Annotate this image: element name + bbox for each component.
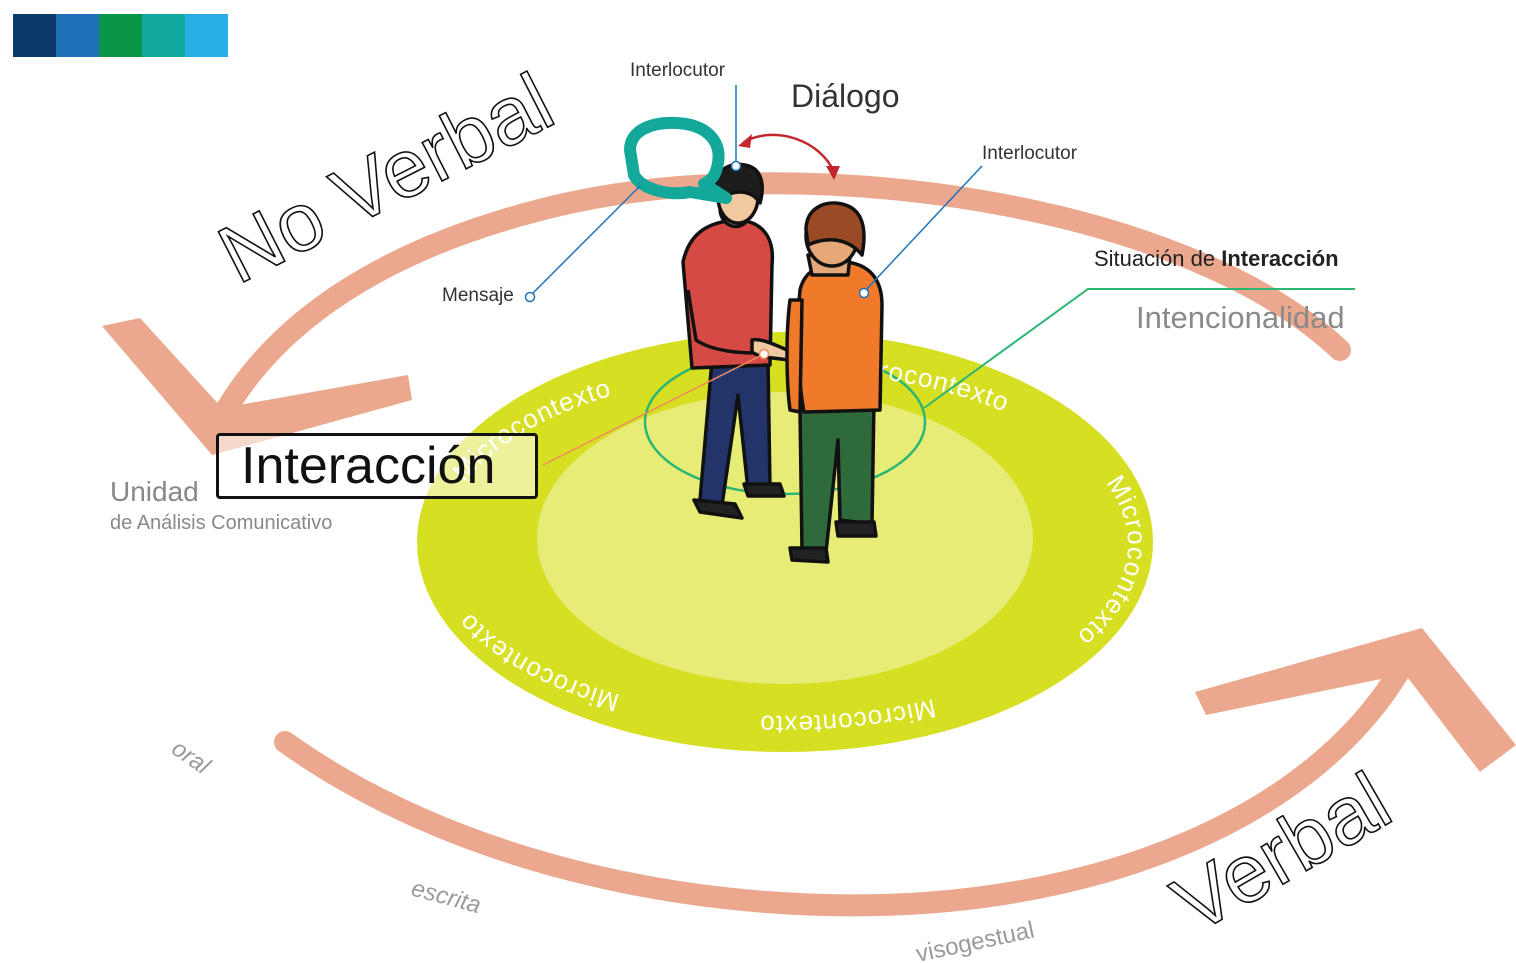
- dialog-arrow: [743, 133, 836, 173]
- swatch-sky: [185, 14, 228, 57]
- lower-cycle-arrow: [274, 659, 1411, 917]
- intencionalidad-label: Intencionalidad: [1136, 300, 1345, 335]
- dialog-arrowhead-right: [826, 166, 840, 180]
- interlocutor-right-label: Interlocutor: [982, 143, 1078, 164]
- interaccion-box: Interacción: [216, 433, 538, 499]
- lower-arrowhead: [1195, 628, 1516, 772]
- unidad-label: Unidad: [110, 476, 199, 507]
- dot-handshake: [758, 348, 770, 360]
- oral-label: oral: [167, 735, 216, 780]
- dot-mensaje: [524, 291, 536, 303]
- leader-interaccion: [542, 353, 765, 466]
- person-red-shirt: [681, 162, 794, 520]
- interaccion-label: Interacción: [241, 437, 496, 495]
- speech-bubble: [624, 116, 732, 204]
- unidad-subtitle: de Análisis Comunicativo: [110, 512, 333, 534]
- interlocutor-top-label: Interlocutor: [630, 60, 726, 81]
- color-swatches: [13, 14, 228, 57]
- situacion-prefix: Situación de: [1094, 246, 1222, 271]
- situacion-label: Situación de Interacción: [1094, 246, 1339, 272]
- mensaje-label: Mensaje: [442, 285, 514, 306]
- escrita-label: escrita: [408, 875, 483, 919]
- dot-interlocutor-right: [858, 287, 870, 299]
- leader-situacion: [923, 288, 1355, 409]
- situacion-bold: Interacción: [1221, 246, 1339, 271]
- inner-disc: [537, 392, 1033, 684]
- dialog-arrowhead-left: [738, 134, 752, 148]
- visogestual-label: visogestual: [914, 916, 1037, 963]
- dialogo-label: Diálogo: [791, 78, 900, 114]
- swatch-blue: [56, 14, 99, 57]
- leader-mensaje: [529, 185, 641, 297]
- leader-interlocutor-right: [863, 165, 983, 293]
- person-orange-shirt: [785, 201, 884, 564]
- dot-interlocutor-top: [730, 160, 742, 172]
- swatch-teal: [142, 14, 185, 57]
- swatch-green: [99, 14, 142, 57]
- swatch-dark-blue: [13, 14, 56, 57]
- upper-arrowhead: [102, 318, 412, 455]
